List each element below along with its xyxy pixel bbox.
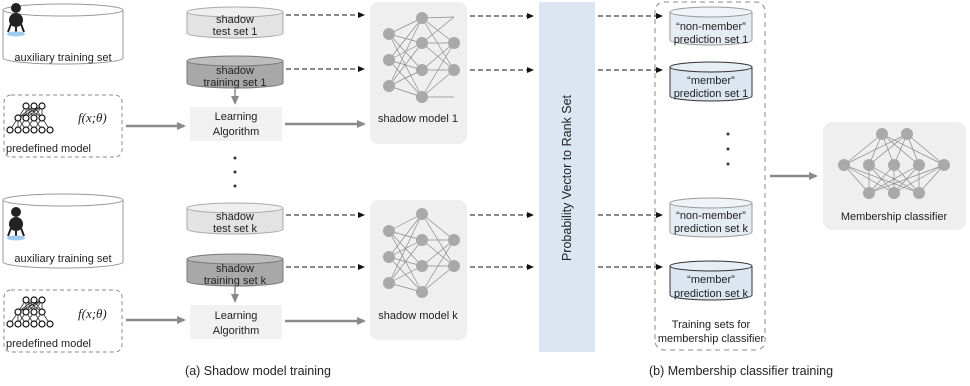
rank-set-label: Probability Vector to Rank Set bbox=[560, 94, 574, 261]
svg-text:Learning: Learning bbox=[215, 111, 258, 123]
shadow-model-1: shadow model 1 bbox=[370, 2, 467, 144]
shadow-model-k-label: shadow model k bbox=[378, 310, 458, 322]
svg-text:“non-member”: “non-member” bbox=[676, 21, 746, 33]
predefined-model-k: f(x;θ) predefined model bbox=[3, 289, 123, 353]
aux-set-1: auxiliary training set bbox=[2, 3, 124, 65]
member-prediction-set-1: “member” prediction set 1 bbox=[669, 61, 753, 102]
caption-a: (a) Shadow model training bbox=[185, 364, 331, 378]
svg-text:prediction set 1: prediction set 1 bbox=[674, 34, 749, 46]
shadow-model-1-label: shadow model 1 bbox=[378, 113, 458, 125]
svg-text:Algorithm: Algorithm bbox=[213, 325, 259, 337]
membership-classifier: Membership classifier bbox=[823, 122, 966, 230]
svg-text:training set 1: training set 1 bbox=[204, 77, 267, 89]
svg-text:test set k: test set k bbox=[213, 223, 258, 235]
svg-text:shadow: shadow bbox=[216, 263, 254, 275]
nonmember-prediction-set-k: “non-member” prediction set k bbox=[669, 197, 753, 238]
svg-text:training set k: training set k bbox=[204, 275, 267, 287]
svg-text:test set 1: test set 1 bbox=[213, 26, 258, 38]
aux-set-label: auxiliary training set bbox=[14, 253, 111, 265]
training-sets-caption: Training sets for bbox=[672, 319, 751, 331]
svg-text:shadow: shadow bbox=[216, 65, 254, 77]
model-function: f(x;θ) bbox=[78, 110, 107, 125]
predefined-model-1: f(x;θ) predefined model bbox=[3, 94, 123, 158]
github-octocat-icon bbox=[7, 207, 25, 241]
vertical-ellipsis-left bbox=[233, 156, 237, 188]
predefined-model-label: predefined model bbox=[6, 338, 91, 350]
neural-network-icon bbox=[6, 296, 54, 328]
svg-text:prediction set 1: prediction set 1 bbox=[674, 88, 749, 100]
aux-set-label: auxiliary training set bbox=[14, 52, 111, 64]
training-sets-group bbox=[654, 1, 766, 351]
predefined-model-label: predefined model bbox=[6, 143, 91, 155]
svg-text:“member”: “member” bbox=[687, 274, 735, 286]
caption-b: (b) Membership classifier training bbox=[649, 364, 833, 378]
svg-text:shadow: shadow bbox=[216, 211, 254, 223]
vertical-ellipsis-right bbox=[726, 132, 730, 166]
membership-classifier-label: Membership classifier bbox=[841, 211, 948, 223]
shadow-model-k: shadow model k bbox=[370, 200, 467, 340]
shadow-test-set-k: shadow test set k bbox=[186, 202, 284, 235]
member-prediction-set-k: “member” prediction set k bbox=[669, 260, 753, 301]
svg-text:prediction set k: prediction set k bbox=[674, 288, 748, 300]
svg-text:shadow: shadow bbox=[216, 14, 254, 26]
nonmember-prediction-set-1: “non-member” prediction set 1 bbox=[669, 6, 753, 46]
github-octocat-icon bbox=[7, 3, 25, 37]
model-function: f(x;θ) bbox=[78, 306, 107, 321]
shadow-training-set-k: shadow training set k bbox=[186, 253, 284, 287]
svg-text:“non-member”: “non-member” bbox=[676, 210, 746, 222]
svg-text:Learning: Learning bbox=[215, 310, 258, 322]
shadow-test-set-1: shadow test set 1 bbox=[186, 6, 284, 39]
training-sets-caption-line2: membership classifier bbox=[658, 333, 765, 345]
neural-network-icon bbox=[6, 102, 54, 134]
svg-text:Algorithm: Algorithm bbox=[213, 126, 259, 138]
aux-set-k: auxiliary training set bbox=[2, 193, 124, 269]
shadow-training-set-1: shadow training set 1 bbox=[186, 55, 284, 89]
learning-algorithm-k: Learning Algorithm bbox=[190, 305, 282, 339]
learning-algorithm-1: Learning Algorithm bbox=[190, 107, 282, 141]
svg-text:prediction set k: prediction set k bbox=[674, 223, 748, 235]
rank-set-panel: Probability Vector to Rank Set bbox=[539, 2, 595, 352]
svg-text:“member”: “member” bbox=[687, 75, 735, 87]
